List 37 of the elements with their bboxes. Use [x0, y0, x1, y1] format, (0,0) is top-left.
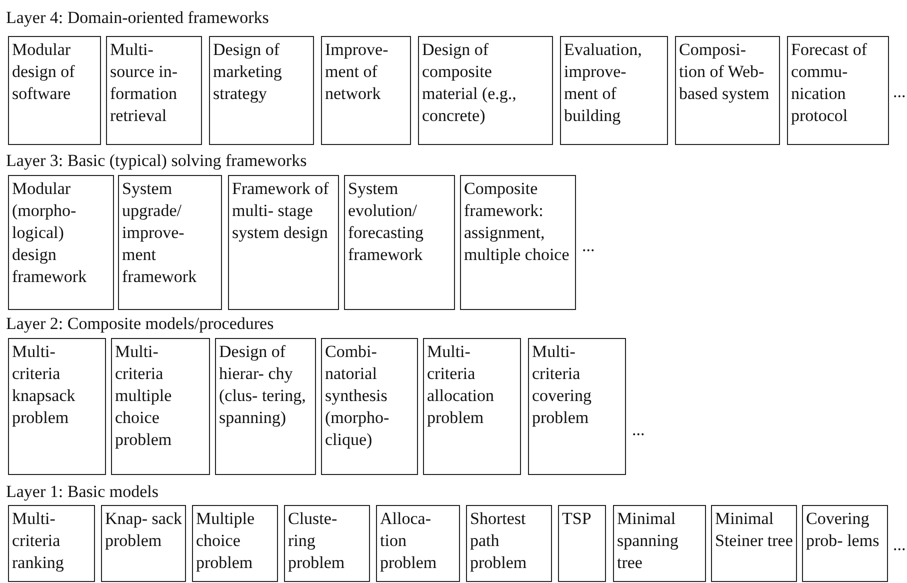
model-box: Design of marketing strategy	[209, 36, 314, 145]
model-box: Design of composite material (e.g., concrete)	[418, 36, 553, 145]
model-box: Evaluation, improve- ment of building	[560, 36, 668, 145]
model-box: Multi- criteria knapsack problem	[8, 338, 106, 475]
ellipsis: ...	[632, 420, 645, 440]
model-box: Composi- tion of Web-based system	[675, 36, 780, 145]
model-box: Composite framework: assignment, multiple choice	[460, 175, 576, 310]
ellipsis: ...	[893, 535, 906, 555]
model-box: Improve- ment of network	[321, 36, 411, 145]
ellipsis: ...	[893, 82, 906, 102]
model-box: Minimal spanning tree	[613, 505, 706, 582]
layer-heading: Layer 3: Basic (typical) solving frameworks	[6, 151, 307, 171]
model-box: Combi- natorial synthesis (morpho- clique)	[321, 338, 418, 475]
model-box: Modular (morpho- logical) design framework	[8, 175, 114, 310]
layer-heading: Layer 1: Basic models	[6, 482, 158, 502]
layer-heading: Layer 4: Domain-oriented frameworks	[6, 8, 269, 28]
model-box: Cluste- ring problem	[284, 505, 370, 582]
model-box: System upgrade/ improve- ment framework	[118, 175, 222, 310]
model-box: Design of hierar- chy (clus- tering, spanning)	[215, 338, 316, 475]
model-box: Shortest path problem	[466, 505, 552, 582]
model-box: Multi- criteria multiple choice problem	[111, 338, 210, 475]
model-box: Multi- criteria ranking	[8, 505, 95, 582]
ellipsis: ...	[582, 236, 595, 256]
model-box: Minimal Steiner tree	[711, 505, 797, 582]
layer-heading: Layer 2: Composite models/procedures	[6, 314, 274, 334]
model-box: System evolution/ forecasting framework	[344, 175, 455, 310]
model-box: Multiple choice problem	[192, 505, 278, 582]
model-box: Multi- criteria covering problem	[528, 338, 626, 475]
model-box: Forecast of commu- nication protocol	[787, 36, 889, 145]
model-box: Framework of multi- stage system design	[228, 175, 339, 310]
model-box: Modular design of software	[8, 36, 101, 145]
model-box: Knap- sack problem	[101, 505, 186, 582]
model-box: Multi- source in- formation retrieval	[106, 36, 202, 145]
model-box: Covering prob- lems	[802, 505, 888, 582]
model-box: TSP	[558, 505, 606, 582]
model-box: Alloca- tion problem	[376, 505, 460, 582]
model-box: Multi- criteria allocation problem	[423, 338, 521, 475]
